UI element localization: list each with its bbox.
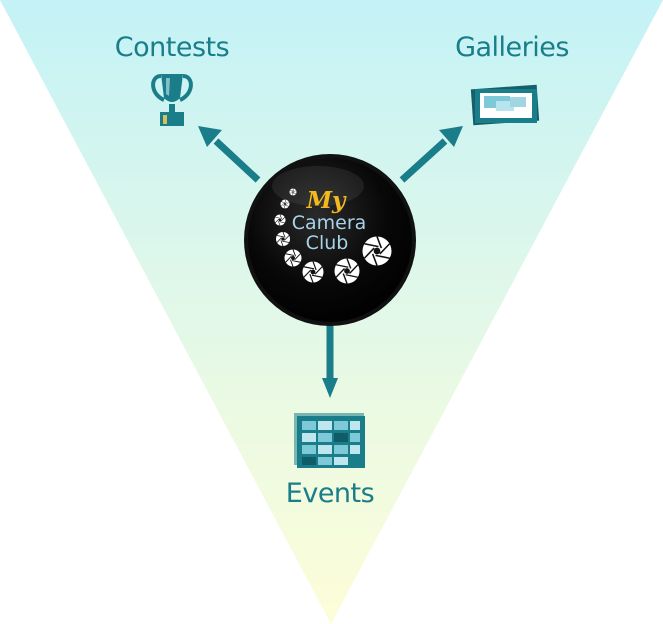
arrow-to-events <box>322 322 338 398</box>
arrow-to-contests <box>198 126 261 183</box>
gallery-frame-icon <box>470 84 540 126</box>
logo-text-club: Club <box>306 232 349 254</box>
logo-text-camera: Camera <box>292 212 367 234</box>
contests-label: Contests <box>114 32 230 63</box>
arrow-to-galleries <box>399 126 463 183</box>
logo-text-my: My <box>306 187 347 214</box>
trophy-icon <box>151 74 193 126</box>
calendar-icon <box>294 413 365 468</box>
galleries-label: Galleries <box>455 32 569 63</box>
my-camera-club-logo: My Camera Club <box>244 154 416 326</box>
events-label: Events <box>285 478 375 509</box>
